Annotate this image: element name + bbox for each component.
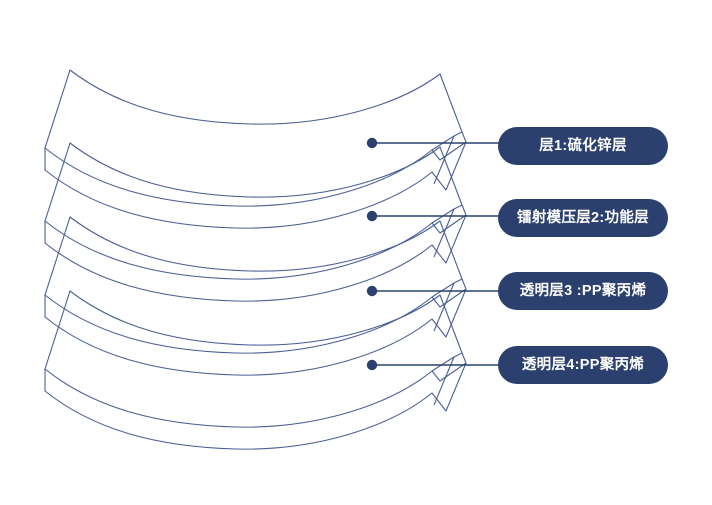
layer-label-text-2: 镭射模压层2:功能层 — [517, 209, 649, 226]
layer-label-badge-3[interactable]: 透明层3 :PP聚丙烯 — [498, 272, 668, 310]
layer-label-text-1: 层1:硫化锌层 — [539, 137, 627, 154]
layer-label-badge-1[interactable]: 层1:硫化锌层 — [498, 127, 668, 165]
layer-shape-4 — [44, 290, 467, 450]
layer-label-text-4: 透明层4:PP聚丙烯 — [521, 356, 645, 373]
layer-shape-2 — [44, 142, 467, 302]
connector-dot-1 — [366, 137, 378, 149]
layer-label-text-3: 透明层3 :PP聚丙烯 — [519, 282, 647, 299]
connector-1 — [366, 137, 500, 149]
connector-3 — [366, 285, 500, 297]
connector-dot-4 — [366, 359, 378, 371]
connector-4 — [366, 359, 500, 371]
layer-label-badge-4[interactable]: 透明层4:PP聚丙烯 — [498, 346, 668, 384]
layer-label-badge-2[interactable]: 镭射模压层2:功能层 — [498, 199, 668, 237]
connector-dot-2 — [366, 210, 378, 222]
connector-2 — [366, 210, 500, 222]
layer-shape-3 — [44, 216, 467, 376]
layer-shape-1 — [44, 69, 467, 229]
connector-dot-3 — [366, 285, 378, 297]
